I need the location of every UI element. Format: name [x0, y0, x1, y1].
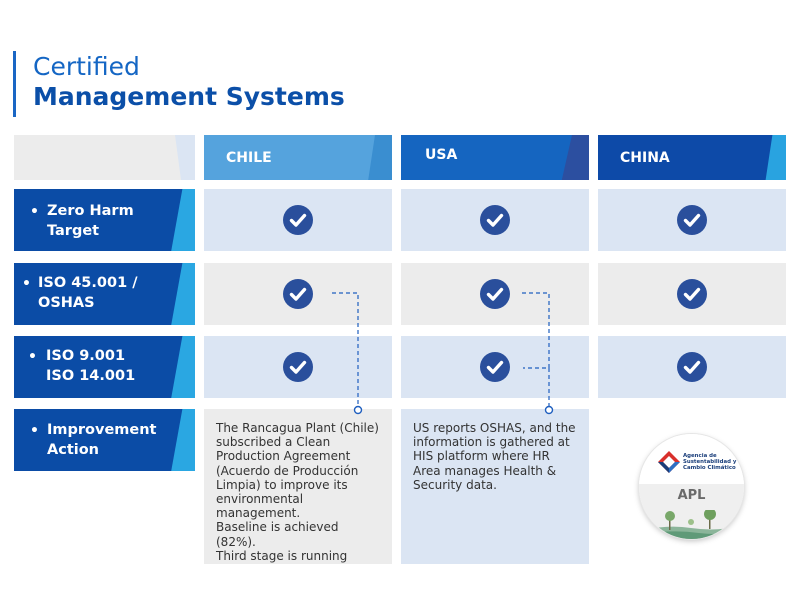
check-circle-icon	[677, 352, 707, 382]
check-circle-icon	[677, 279, 707, 309]
agency-line3: Cambio Climático	[683, 465, 736, 472]
corner-accent	[175, 135, 195, 180]
row-label-zero-harm: • Zero Harm Target	[14, 189, 195, 251]
column-accent	[561, 135, 589, 180]
row-label-text: Zero Harm Target	[47, 201, 134, 241]
check-circle-icon	[677, 205, 707, 235]
column-header-china-label: CHINA	[620, 149, 670, 166]
landscape-trees-icon	[639, 510, 744, 539]
improvement-usa: US reports OSHAS, and the information is…	[401, 409, 589, 564]
cell-china-iso-9001	[598, 336, 786, 398]
check-circle-icon	[480, 279, 510, 309]
cell-china-zero-harm	[598, 189, 786, 251]
badge-top	[639, 434, 744, 484]
row-label-accent	[171, 263, 195, 325]
row-label-text: ISO 45.001 / OSHAS	[38, 273, 138, 313]
column-header-usa: USA	[401, 135, 589, 180]
cell-chile-iso-45001	[204, 263, 392, 325]
column-header-usa-label: USA	[425, 147, 458, 163]
agency-diamond-icon	[658, 451, 680, 473]
cell-usa-iso-9001	[401, 336, 589, 398]
improvement-usa-text: US reports OSHAS, and the information is…	[413, 421, 576, 492]
column-accent	[368, 135, 392, 180]
apl-logo-text: APL	[677, 488, 706, 503]
column-header-chile: CHILE	[204, 135, 392, 180]
row-label-iso-45001: • ISO 45.001 / OSHAS	[14, 263, 195, 325]
improvement-chile-text: The Rancagua Plant (Chile) subscribed a …	[216, 421, 379, 521]
row-label-accent	[171, 409, 195, 471]
row-label-accent	[171, 189, 195, 251]
row-label-text: ISO 9.001 ISO 14.001	[46, 346, 135, 386]
check-circle-icon	[283, 205, 313, 235]
column-header-china: CHINA	[598, 135, 786, 180]
check-circle-icon	[480, 205, 510, 235]
improvement-chile: The Rancagua Plant (Chile) subscribed a …	[204, 409, 392, 564]
row-label-text: Improvement Action	[47, 420, 156, 460]
bullet: •	[30, 204, 39, 220]
cell-usa-iso-45001	[401, 263, 589, 325]
bullet: •	[30, 423, 39, 439]
agency-line2: Sustentabilidad y	[683, 459, 737, 466]
check-circle-icon	[283, 279, 313, 309]
row-label-iso-9001-14001: • ISO 9.001 ISO 14.001	[14, 336, 195, 398]
cell-chile-zero-harm	[204, 189, 392, 251]
column-header-chile-label: CHILE	[226, 149, 272, 166]
row-label-line2: ISO 14.001	[46, 368, 136, 384]
row-label-line2: OSHAS	[38, 295, 95, 311]
improvement-chile-stage: Third stage is running	[216, 548, 348, 563]
row-label-line2: Action	[47, 442, 100, 458]
row-label-accent	[171, 336, 195, 398]
page-title-line1: Certified	[33, 52, 140, 81]
row-label-line1: ISO 45.001 /	[38, 275, 138, 291]
row-label-line1: Zero Harm	[47, 203, 134, 219]
improvement-chile-baseline: Baseline is achieved (82%).	[216, 520, 339, 549]
bullet: •	[28, 349, 37, 365]
row-label-line1: Improvement	[47, 422, 157, 438]
apl-badge-icon: Agencia de Sustentabilidad y Cambio Clim…	[639, 434, 744, 539]
column-accent	[765, 135, 786, 180]
row-label-improvement-action: • Improvement Action	[14, 409, 195, 471]
bullet: •	[22, 276, 31, 292]
row-label-line1: ISO 9.001	[46, 348, 126, 364]
row-label-line2: Target	[47, 223, 100, 239]
agency-name: Agencia de Sustentabilidad y Cambio Clim…	[683, 453, 739, 472]
cell-china-iso-45001	[598, 263, 786, 325]
header-corner	[14, 135, 195, 180]
check-circle-icon	[480, 352, 510, 382]
title-accent-bar	[13, 51, 16, 117]
cell-chile-iso-9001	[204, 336, 392, 398]
check-circle-icon	[283, 352, 313, 382]
cell-usa-zero-harm	[401, 189, 589, 251]
agency-line1: Agencia de	[683, 453, 717, 459]
page-title-line2: Management Systems	[33, 82, 345, 111]
